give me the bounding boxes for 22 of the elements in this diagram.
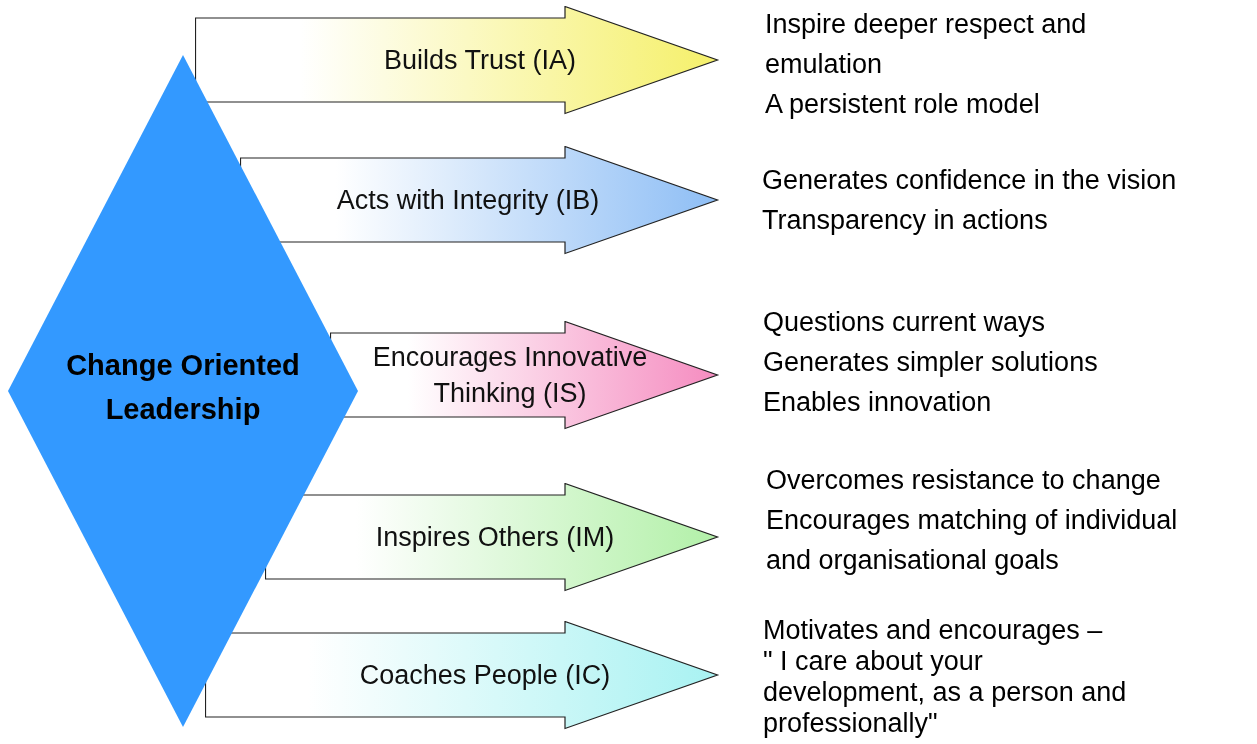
description-text: Enables innovation — [763, 386, 993, 419]
banner-shape — [330, 321, 718, 429]
arrow-label: Coaches People (IC) — [358, 659, 612, 692]
description-text: A persistent role model — [765, 88, 1041, 121]
arrow-label: Inspires Others (IM) — [374, 521, 616, 554]
description-text: Overcomes resistance to change — [766, 464, 1162, 497]
diamond-label: Change Oriented Leadership — [65, 348, 301, 427]
description-text: Questions current ways — [763, 306, 1047, 339]
arrow-label: Builds Trust (IA) — [382, 44, 577, 77]
arrow-label: Acts with Integrity (IB) — [335, 184, 601, 217]
arrow-label: Encourages Innovative Thinking (IS) — [371, 341, 649, 410]
description-text: " I care about your development, as a person and professionally" — [763, 646, 1128, 739]
description-text: Motivates and encourages – — [763, 615, 1104, 646]
banner-shape — [195, 6, 718, 114]
description-text: Generates confidence in the vision — [762, 164, 1178, 197]
banner-shape — [205, 621, 718, 729]
description-text: Encourages matching of individual and organisational goals — [766, 504, 1179, 577]
banner-shape — [240, 146, 718, 254]
description-text: Transparency in actions — [762, 204, 1049, 237]
description-text: Generates simpler solutions — [763, 346, 1099, 379]
description-text: Inspire deeper respect and emulation — [765, 8, 1088, 81]
banner-shape — [265, 483, 718, 591]
